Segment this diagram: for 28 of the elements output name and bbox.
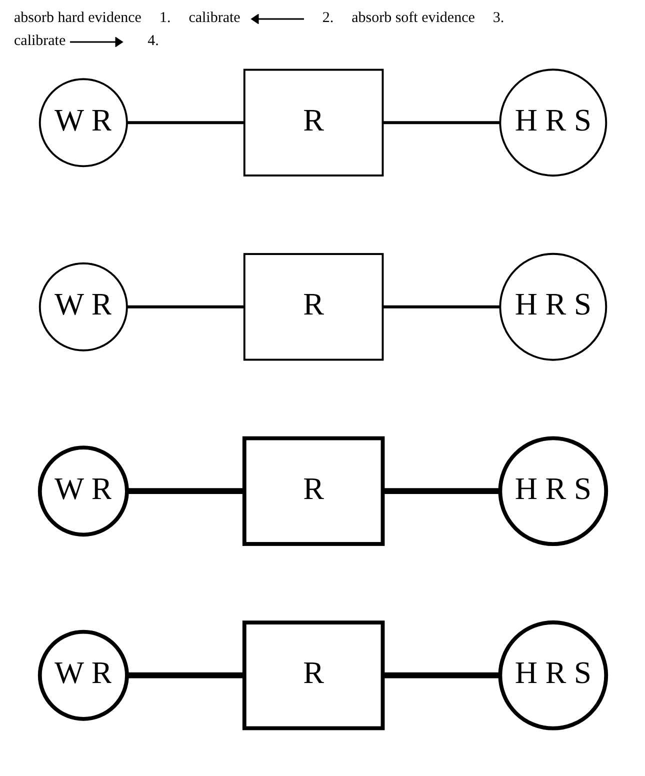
- node-box: R: [242, 68, 384, 176]
- node-circle: W R: [37, 446, 128, 537]
- node-box: R: [242, 620, 384, 730]
- connector: [126, 121, 244, 124]
- connector: [126, 672, 244, 678]
- node-circle: H R S: [498, 620, 608, 730]
- node-box: R: [242, 253, 384, 361]
- connector: [126, 488, 244, 494]
- connector: [382, 488, 500, 494]
- node-circle: H R S: [498, 252, 607, 361]
- arrow-label: calibrate: [188, 10, 240, 27]
- annotation-text: absorb soft evidence: [352, 10, 475, 27]
- row-number: 2.: [322, 10, 334, 27]
- connector: [126, 305, 244, 308]
- row-number: 1.: [159, 10, 171, 27]
- node-circle: W R: [38, 262, 128, 352]
- node-circle: W R: [38, 78, 128, 168]
- node-circle: W R: [37, 630, 128, 721]
- annotation-text: absorb hard evidence: [14, 10, 142, 27]
- node-circle: H R S: [498, 436, 608, 546]
- arrow-label: calibrate: [14, 33, 66, 50]
- connector: [382, 121, 500, 124]
- row-number: 4.: [148, 33, 159, 50]
- connector: [382, 305, 500, 308]
- row-number: 3.: [492, 10, 504, 27]
- node-box: R: [242, 436, 384, 546]
- connector: [382, 672, 500, 678]
- node-circle: H R S: [498, 68, 607, 177]
